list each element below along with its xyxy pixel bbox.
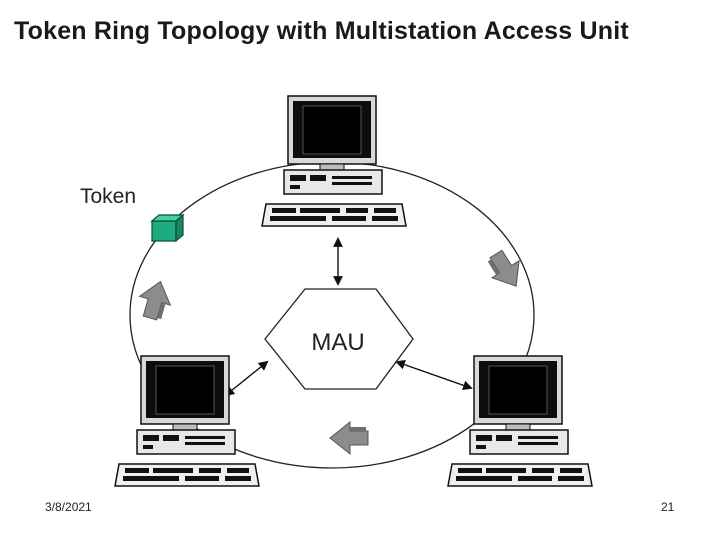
token-cube-icon	[150, 213, 185, 243]
link-bottom-left	[224, 360, 269, 397]
link-bottom-right	[395, 359, 473, 391]
footer-date: 3/8/2021	[45, 500, 92, 514]
mau-hub	[264, 288, 414, 390]
flow-arrow-icon	[329, 421, 369, 455]
token-label: Token	[80, 185, 136, 208]
workstation-bottom-left-icon	[114, 355, 260, 487]
mau-label: MAU	[311, 329, 364, 356]
workstation-bottom-right-icon	[447, 355, 593, 487]
flow-arrow-icon	[134, 276, 177, 323]
slide-title: Token Ring Topology with Multistation Ac…	[14, 17, 629, 45]
page-number: 21	[661, 500, 675, 514]
workstation-top-icon	[261, 95, 407, 227]
flow-arrow-icon	[481, 245, 531, 296]
